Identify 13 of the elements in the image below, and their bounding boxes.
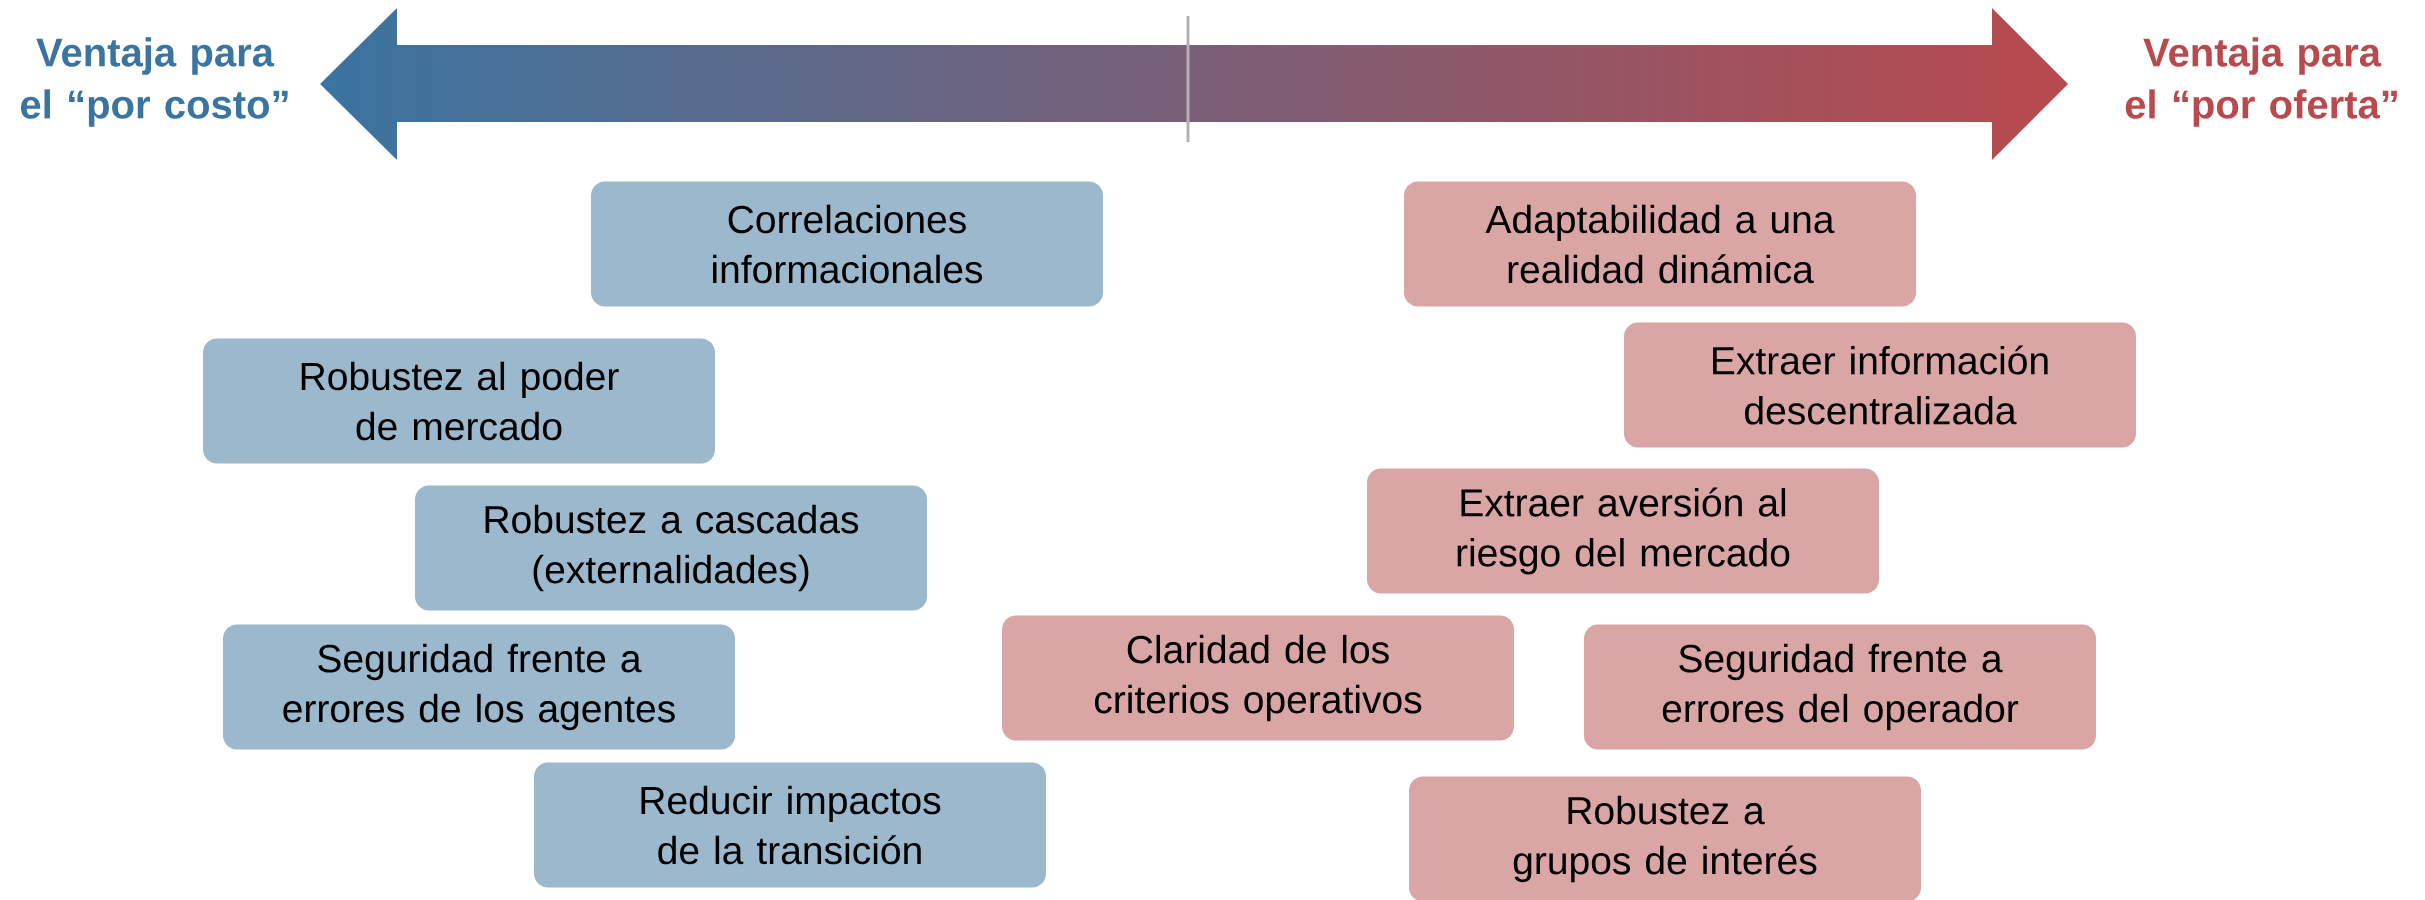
factor-box: Correlaciones informacionales <box>591 181 1103 307</box>
factor-box: Seguridad frente a errores de los agentes <box>223 624 735 750</box>
factor-box: Claridad de los criterios operativos <box>1002 615 1514 741</box>
factor-box: Reducir impactos de la transición <box>534 762 1046 888</box>
factor-box: Adaptabilidad a una realidad dinámica <box>1404 181 1916 307</box>
factor-box: Robustez a cascadas (externalidades) <box>415 485 927 611</box>
factor-box: Extraer información descentralizada <box>1624 322 2136 448</box>
side-heading: Ventaja para el “por oferta” <box>2125 37 2397 127</box>
factor-box: Extraer aversión al riesgo del mercado <box>1367 468 1879 594</box>
factor-box: Seguridad frente a errores del operador <box>1584 624 2096 750</box>
factor-box: Robustez a grupos de interés <box>1409 776 1921 900</box>
side-heading: Ventaja para el “por costo” <box>21 37 288 127</box>
factor-box: Robustez al poder de mercado <box>203 338 715 464</box>
